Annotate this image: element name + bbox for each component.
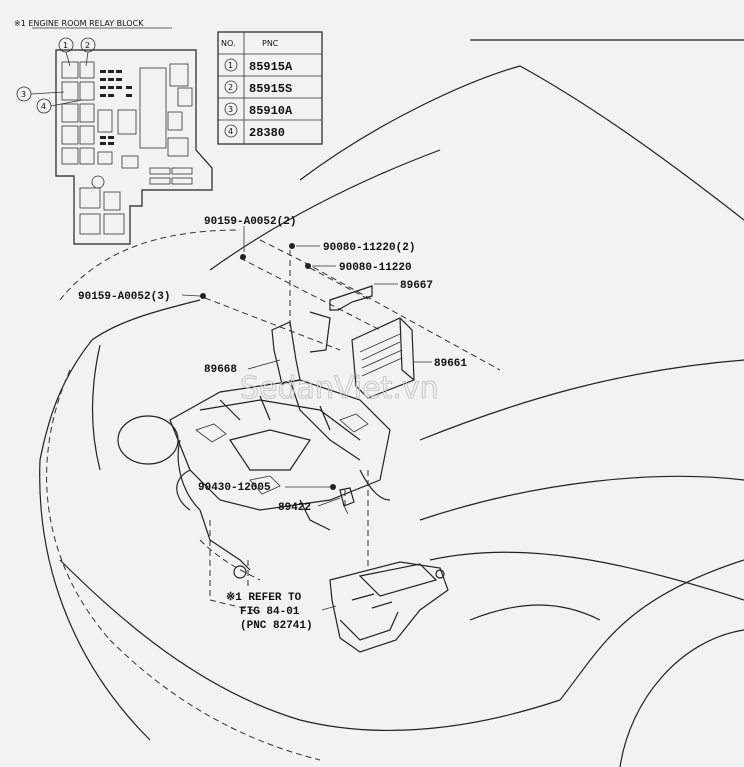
svg-text:4: 4 bbox=[228, 127, 233, 136]
ecm-89661 bbox=[351, 317, 415, 399]
svg-text:28380: 28380 bbox=[249, 126, 285, 140]
relay-block-title: ※1 ENGINE ROOM RELAY BLOCK bbox=[14, 19, 144, 28]
label-90080-11220: 90080-11220 bbox=[339, 262, 412, 274]
sensor-89422 bbox=[339, 487, 355, 515]
label-90159-a0052-2: 90159-A0052(2) bbox=[204, 216, 296, 228]
svg-text:85915A: 85915A bbox=[249, 60, 293, 74]
bracket-89667 bbox=[329, 285, 373, 311]
part-labels: 90159-A0052(2) 90080-11220(2) 90080-1122… bbox=[78, 216, 467, 514]
svg-text:1: 1 bbox=[228, 61, 233, 70]
bolt-icons bbox=[200, 243, 336, 490]
svg-text:(PNC 82741): (PNC 82741) bbox=[240, 620, 313, 632]
leader-lines bbox=[181, 226, 432, 507]
pnc-table-row: 2 85915S bbox=[224, 80, 292, 96]
label-90080-11220-2: 90080-11220(2) bbox=[323, 242, 415, 254]
svg-text:2: 2 bbox=[85, 41, 90, 50]
car-body-outline bbox=[39, 39, 744, 767]
relay-block-inset: ※1 ENGINE ROOM RELAY BLOCK bbox=[14, 19, 213, 245]
bracket-89668 bbox=[271, 311, 331, 385]
watermark: SedanViet.vn bbox=[240, 371, 439, 406]
svg-text:85915S: 85915S bbox=[249, 82, 292, 96]
pnc-table-header-pnc: PNC bbox=[262, 39, 279, 48]
svg-text:3: 3 bbox=[228, 105, 233, 114]
pnc-table-header-no: NO. bbox=[221, 39, 236, 48]
battery-tray bbox=[329, 561, 449, 653]
pnc-table-row: 4 28380 bbox=[224, 124, 285, 140]
engine-assembly bbox=[169, 379, 391, 579]
pnc-table-row: 1 85915A bbox=[224, 58, 293, 74]
label-89661: 89661 bbox=[434, 358, 467, 370]
svg-text:2: 2 bbox=[228, 83, 233, 92]
refer-note: ※1 REFER TO FIG 84-01 (PNC 82741) bbox=[226, 591, 337, 632]
svg-text:1: 1 bbox=[63, 41, 68, 50]
callout-3: 3 bbox=[16, 86, 65, 102]
svg-text:85910A: 85910A bbox=[249, 104, 293, 118]
label-90430-12005: 90430-12005 bbox=[198, 482, 271, 494]
pnc-table: NO. PNC 1 85915A 2 85915S 3 85910A 4 283… bbox=[217, 31, 323, 145]
label-89422: 89422 bbox=[278, 502, 311, 514]
svg-text:4: 4 bbox=[41, 102, 46, 111]
svg-text:FIG 84-01: FIG 84-01 bbox=[240, 606, 300, 618]
label-89668: 89668 bbox=[204, 364, 237, 376]
svg-text:3: 3 bbox=[21, 90, 26, 99]
callout-1: 1 bbox=[58, 37, 74, 67]
label-89667: 89667 bbox=[400, 280, 433, 292]
svg-text:※1 REFER TO: ※1 REFER TO bbox=[226, 591, 302, 604]
label-90159-a0052-3: 90159-A0052(3) bbox=[78, 291, 170, 303]
dashed-guidelines bbox=[46, 229, 501, 761]
pnc-table-row: 3 85910A bbox=[224, 102, 293, 118]
callout-2: 2 bbox=[80, 37, 96, 67]
callout-4: 4 bbox=[36, 98, 83, 114]
